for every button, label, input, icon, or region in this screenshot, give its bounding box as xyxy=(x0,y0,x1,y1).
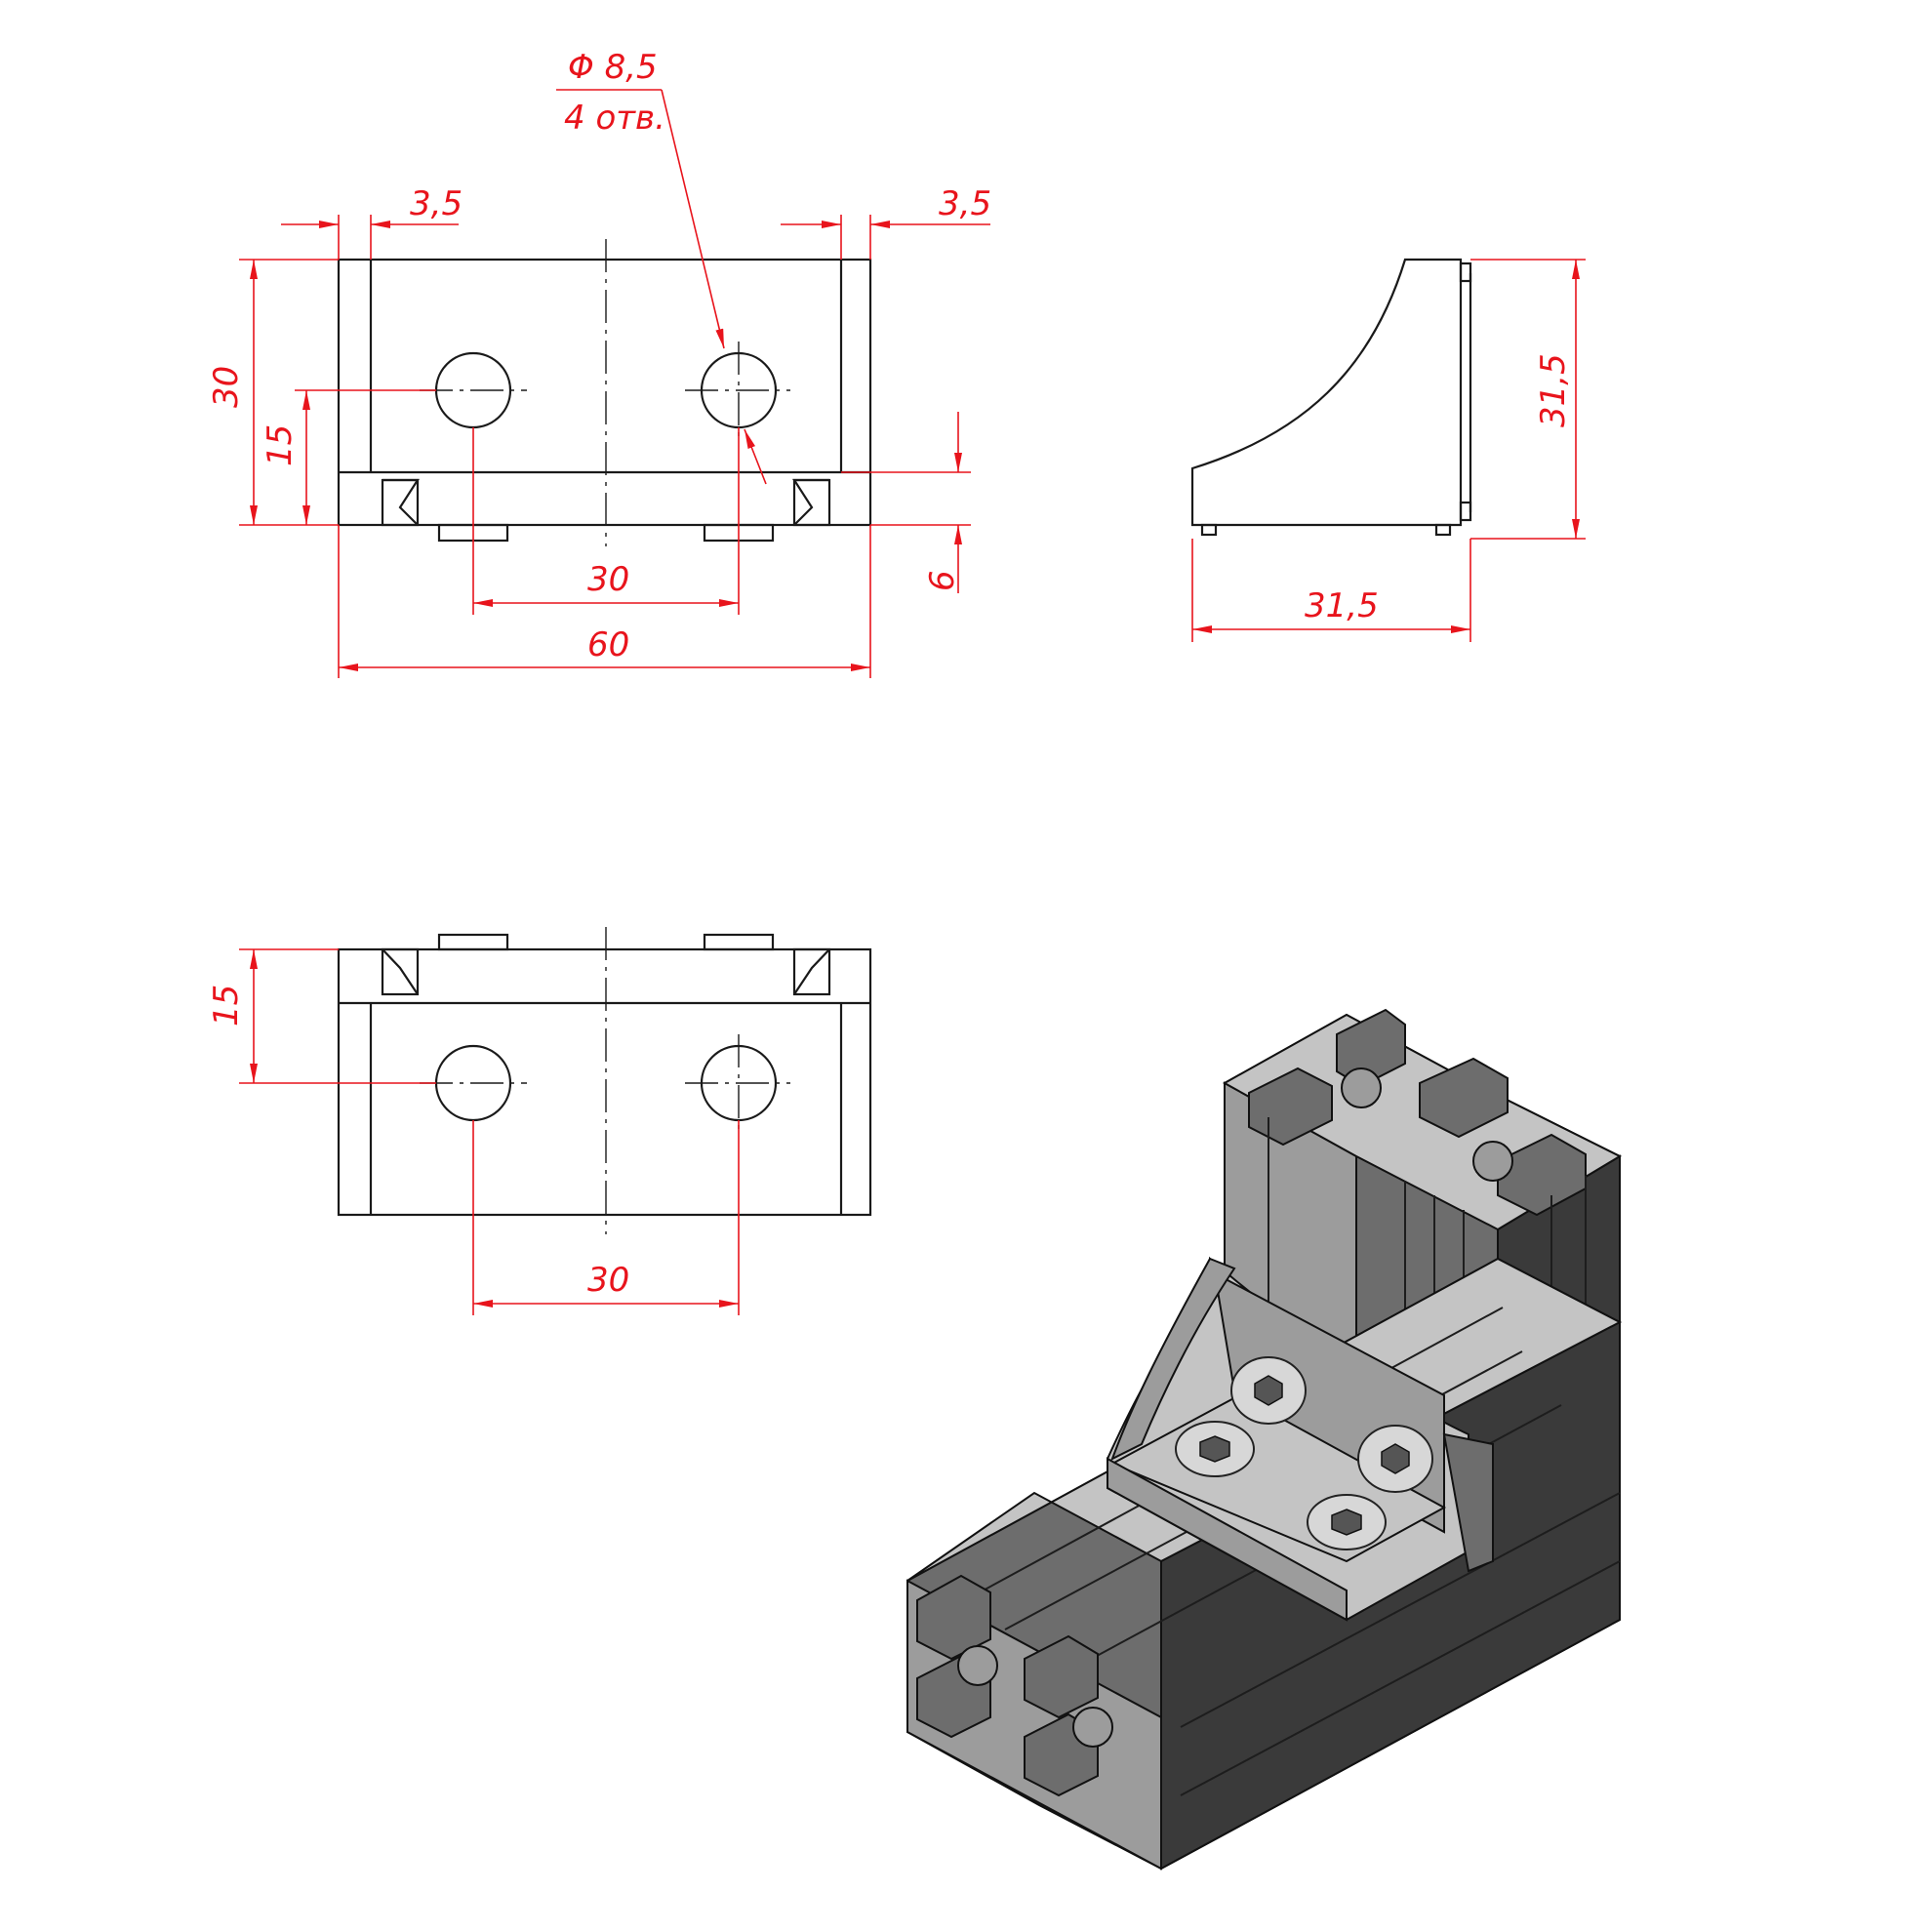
thickness-6-label: 6 xyxy=(923,570,962,591)
hole-spacing-bottom-label: 30 xyxy=(587,1261,629,1300)
bottom-height-15-label: 15 xyxy=(207,985,246,1026)
bracket-screws xyxy=(1175,1356,1433,1550)
hole-count-label: 4 отв. xyxy=(564,99,665,138)
side-view-dimensions: 31,5 31,5 xyxy=(1191,259,1586,642)
plan-view-dimensions: 15 30 xyxy=(207,948,740,1315)
front-view xyxy=(337,239,872,546)
corner-bracket xyxy=(1107,1256,1494,1622)
edge-right-label: 3,5 xyxy=(939,184,991,223)
height-30-label: 30 xyxy=(207,366,246,408)
plan-view xyxy=(337,927,872,1234)
side-width-label: 31,5 xyxy=(1305,586,1379,625)
side-height-label: 31,5 xyxy=(1534,353,1573,427)
edge-left-label: 3,5 xyxy=(410,184,463,223)
side-view xyxy=(1190,258,1472,537)
hole-diameter-label: Φ 8,5 xyxy=(568,48,658,87)
front-view-dimensions: Φ 8,5 4 отв. 3,5 3,5 30 15 6 xyxy=(207,48,991,678)
isometric-assembly-render xyxy=(906,1008,1623,1871)
height-15-label: 15 xyxy=(261,424,300,466)
width-60-label: 60 xyxy=(587,625,629,664)
hole-spacing-top-label: 30 xyxy=(587,560,629,599)
